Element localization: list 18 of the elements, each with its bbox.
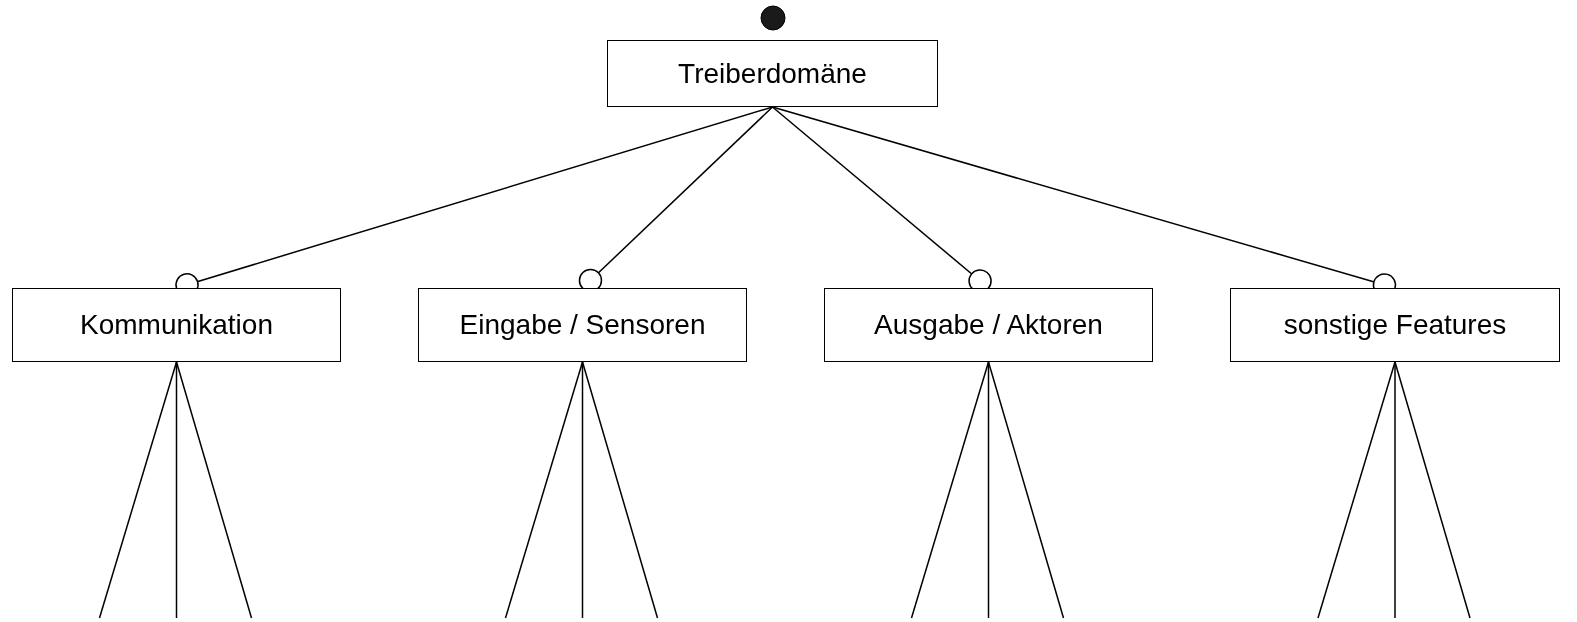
branch-line	[1394, 361, 1471, 619]
branch-line	[910, 361, 990, 619]
branch-line	[987, 361, 1065, 619]
branch-line	[175, 361, 253, 619]
branch-line	[581, 361, 659, 619]
feature-box	[12, 288, 341, 362]
feature-label: Kommunikation	[80, 309, 273, 341]
feature-box	[418, 288, 747, 362]
feature-label: Eingabe / Sensoren	[459, 309, 706, 341]
branch-line	[1317, 361, 1396, 619]
feature-box	[607, 40, 938, 107]
feature-box	[1230, 288, 1560, 362]
feature-label: Treiberdomäne	[678, 57, 867, 90]
branch-line	[98, 361, 178, 619]
feature-box	[824, 288, 1153, 362]
branch-line	[504, 361, 584, 619]
feature-label: Ausgabe / Aktoren	[874, 309, 1103, 341]
feature-label: sonstige Features	[1283, 309, 1507, 341]
